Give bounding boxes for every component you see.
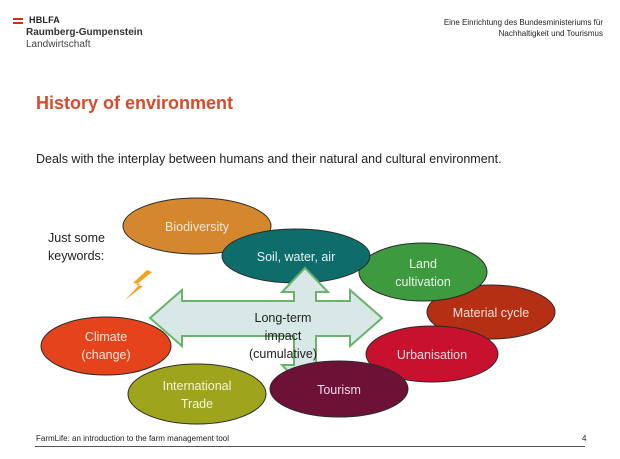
center-label-3: (cumulative)	[249, 347, 317, 361]
label-international-trade-2: Trade	[181, 397, 213, 411]
ellipse-urbanisation: Urbanisation	[365, 325, 499, 383]
logo-line-1: HBLFA	[29, 15, 60, 25]
label-international-trade-1: International	[163, 379, 232, 393]
ellipse-climate: Climate (change)	[40, 316, 172, 376]
center-label-2: impact	[265, 329, 302, 343]
logo-line-3: Landwirtschaft	[26, 39, 91, 50]
logo-line-2: Raumberg-Gumpenstein	[26, 27, 143, 38]
intro-text: Deals with the interplay between humans …	[36, 152, 502, 166]
label-land-cultivation-1: Land	[409, 257, 437, 271]
ministry-line-2: Nachhaltigkeit und Tourismus	[498, 29, 603, 38]
label-climate-2: (change)	[81, 348, 130, 362]
ellipse-soil-water-air: Soil, water, air	[221, 228, 371, 284]
keywords-label: Just some keywords:	[48, 231, 105, 263]
page-number: 4	[582, 434, 587, 443]
label-land-cultivation-2: cultivation	[395, 275, 451, 289]
label-material-cycle: Material cycle	[453, 306, 529, 320]
ellipse-biodiversity: Biodiversity	[122, 197, 272, 255]
label-soil-water-air: Soil, water, air	[257, 250, 336, 264]
label-urbanisation: Urbanisation	[397, 348, 467, 362]
label-biodiversity: Biodiversity	[165, 220, 230, 234]
ellipse-material-cycle: Material cycle	[426, 284, 556, 340]
footer-text: FarmLife: an introduction to the farm ma…	[36, 434, 229, 443]
austria-flag-icon	[13, 18, 23, 25]
ministry-line-1: Eine Einrichtung des Bundesministeriums …	[443, 18, 603, 27]
slide-title: History of environment	[36, 93, 234, 113]
ellipse-land-cultivation: Land cultivation	[358, 242, 488, 302]
ellipse-international-trade: International Trade	[127, 363, 267, 425]
lightning-icon	[125, 270, 152, 300]
ellipse-tourism: Tourism	[269, 360, 409, 418]
label-climate-1: Climate	[85, 330, 127, 344]
label-tourism: Tourism	[317, 383, 361, 397]
center-label-1: Long-term	[255, 311, 312, 325]
footer-divider	[35, 446, 585, 447]
ministry-note: Eine Einrichtung des Bundesministeriums …	[343, 17, 603, 39]
